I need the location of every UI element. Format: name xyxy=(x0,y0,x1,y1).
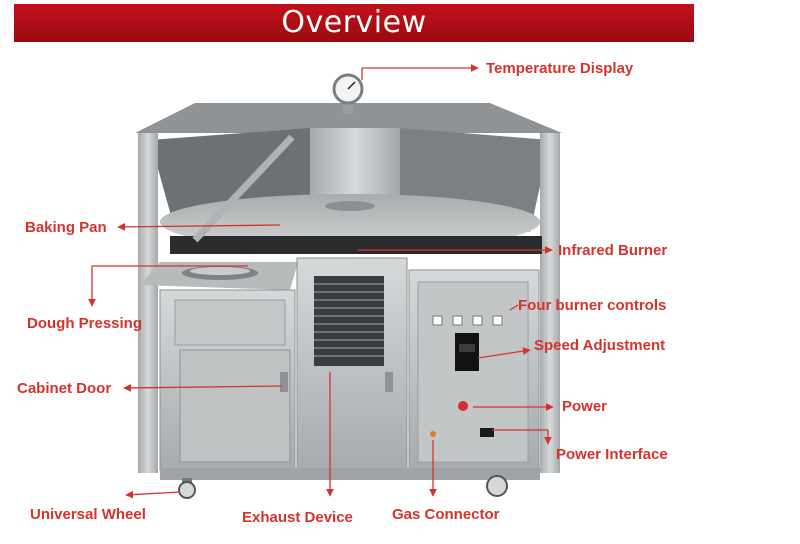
base-frame xyxy=(160,468,540,480)
label-universal-wheel: Universal Wheel xyxy=(30,506,146,523)
wheel-left-icon xyxy=(178,478,196,499)
label-dough-pressing: Dough Pressing xyxy=(27,315,143,332)
cabinet-middle xyxy=(296,257,408,471)
dough-pressing-tray xyxy=(140,262,298,290)
label-speed-adjustment: Speed Adjustment xyxy=(534,337,666,354)
pan-lid-arm xyxy=(192,134,295,243)
title-banner: Overview xyxy=(14,4,694,42)
pressure-gauge-icon xyxy=(332,73,364,114)
label-gas-connector: Gas Connector xyxy=(392,506,500,523)
label-temperature-display: Temperature Display xyxy=(486,60,634,77)
wheel-right-icon xyxy=(486,475,508,497)
control-panel xyxy=(408,269,540,471)
cabinet-left xyxy=(159,289,296,471)
label-power-interface: Power Interface xyxy=(556,446,668,463)
callout-leaders xyxy=(88,64,554,499)
label-cabinet-door: Cabinet Door xyxy=(17,380,112,397)
baking-pan xyxy=(160,194,542,254)
label-four-burner-controls: Four burner controls xyxy=(518,297,667,314)
label-baking-pan: Baking Pan xyxy=(25,219,107,236)
label-infrared-burner: Infrared Burner xyxy=(558,242,668,259)
label-power: Power xyxy=(562,398,608,415)
label-exhaust-device: Exhaust Device xyxy=(242,509,353,526)
